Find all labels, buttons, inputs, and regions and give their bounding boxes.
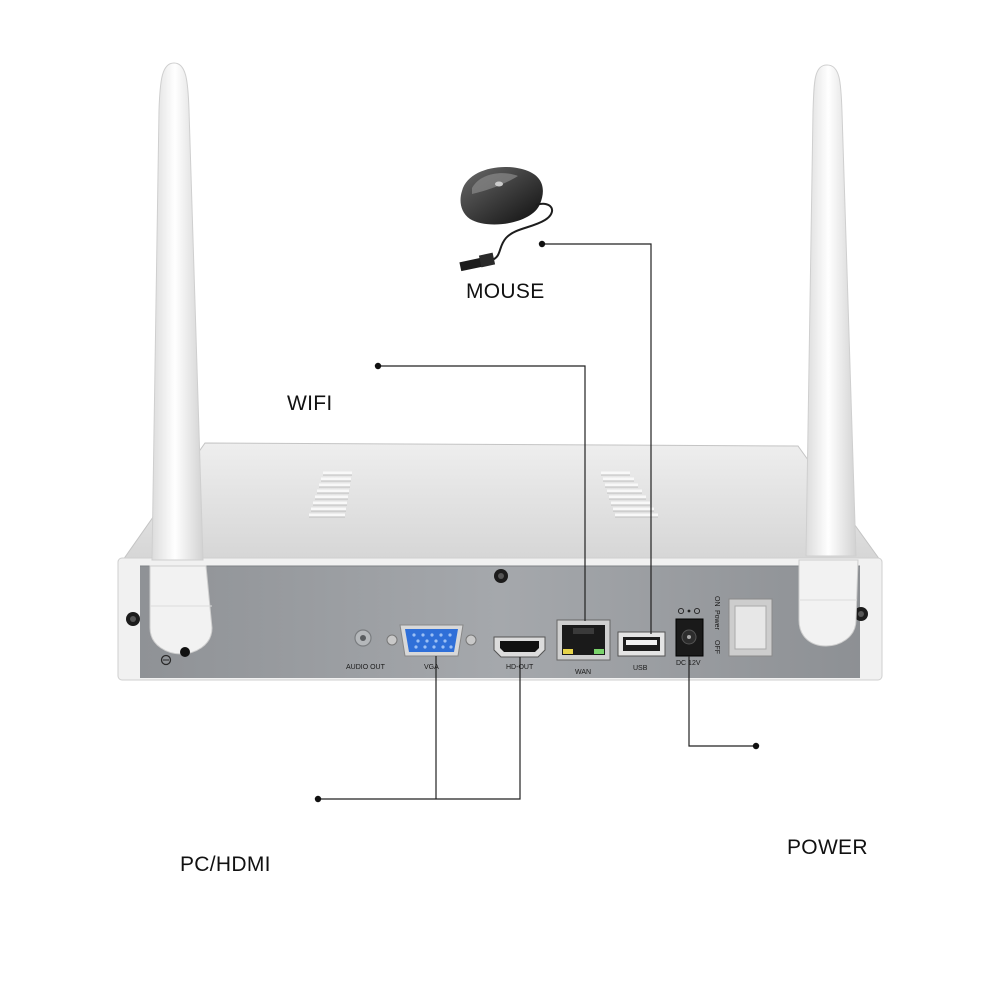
ground-terminal (160, 654, 172, 666)
wan-port[interactable] (556, 619, 611, 661)
mouse-label: MOUSE (466, 280, 545, 303)
power-switch[interactable] (728, 598, 773, 657)
power-connector-line (688, 656, 756, 747)
power-label: POWER (787, 836, 868, 859)
antenna-left (149, 62, 213, 657)
usb-port[interactable] (617, 631, 666, 657)
audio-out-label: AUDIO OUT (346, 664, 386, 671)
switch-off-label: OFF (713, 640, 720, 654)
switch-power-label: Power (713, 610, 720, 631)
antenna-right (798, 64, 859, 647)
hdmi-port[interactable] (493, 636, 546, 658)
vent-slots-left (309, 471, 352, 517)
mouse-connector-line (542, 243, 652, 634)
nvr-top-cover (122, 442, 881, 561)
wifi-connector-line (378, 365, 586, 621)
vga-port[interactable] (386, 624, 477, 657)
computer-mouse-icon (459, 167, 554, 272)
vga-label: VGA (424, 664, 439, 671)
hdmi-connector-line (318, 657, 521, 800)
usb-label: USB (633, 665, 648, 672)
nvr-device: AUDIO OUT VGA HD-OUT W (117, 442, 883, 681)
wifi-label: WIFI (287, 392, 333, 415)
connector-lines (318, 243, 756, 800)
switch-on-label: ON (713, 596, 720, 607)
dc-power-port[interactable] (675, 607, 704, 657)
pc-hdmi-label: PC/HDMI (180, 853, 271, 876)
wan-label: WAN (575, 669, 591, 676)
connector-dots (314, 240, 760, 803)
